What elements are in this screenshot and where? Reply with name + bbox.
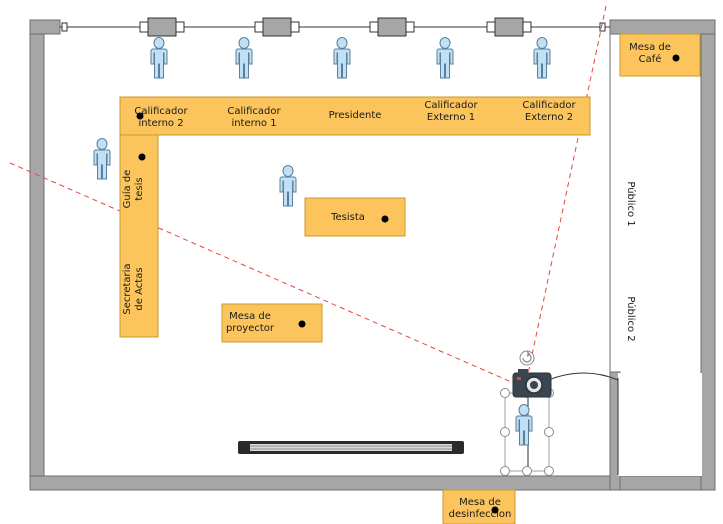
person-icon	[279, 165, 297, 207]
label-mesa-de-desinfeccion: Mesa de desinfeccion	[448, 497, 512, 520]
label-guia-de-tesis: Guía de tesis	[122, 169, 145, 209]
person-icon	[533, 37, 551, 79]
window-icon	[369, 17, 415, 37]
label-calificador-externo-1: Calificador Externo 1	[424, 100, 478, 123]
wall-right	[700, 19, 716, 491]
projection-screen	[238, 441, 464, 454]
person-icon	[333, 37, 351, 79]
window-icon	[599, 22, 606, 32]
cafe-table	[619, 33, 701, 77]
window-icon	[254, 17, 300, 37]
label-tesista: Tesista	[331, 212, 365, 223]
label-presidente: Presidente	[328, 110, 382, 121]
camera-view-lines	[9, 5, 607, 389]
side-table	[119, 134, 159, 338]
label-publico-2: Público 2	[625, 296, 636, 342]
person-icon	[93, 138, 111, 180]
walls	[29, 19, 716, 491]
person-icon	[515, 404, 533, 446]
label-mesa-de-proyector: Mesa de proyector	[225, 311, 275, 334]
label-mesa-de-cafe: Mesa de Café	[629, 42, 671, 65]
label-calificador-interno-1: Calificador interno 1	[227, 106, 281, 129]
tables	[119, 33, 701, 524]
camera-icon[interactable]	[512, 369, 552, 398]
tesista-table	[304, 197, 406, 237]
person-icon	[235, 37, 253, 79]
seat-markers	[136, 54, 680, 514]
window-icon	[139, 17, 185, 37]
person-icon	[436, 37, 454, 79]
top-wall-windows	[60, 17, 610, 37]
wall-top-left	[29, 19, 61, 35]
label-calificador-interno-2: Calificador interno 2	[134, 106, 188, 129]
person-icon	[150, 37, 168, 79]
window-icon	[61, 22, 68, 32]
wall-left	[29, 19, 45, 491]
jury-table	[119, 96, 591, 136]
rotate-handle-icon[interactable]	[519, 350, 535, 366]
window-icon	[486, 17, 532, 37]
disinfection-table	[442, 489, 516, 524]
label-secretaria-de-actas: Secretaria de Actas	[122, 263, 145, 315]
door-gap	[618, 373, 702, 476]
label-calificador-externo-2: Calificador Externo 2	[522, 100, 576, 123]
label-publico-1: Público 1	[625, 181, 636, 227]
wall-top-right	[609, 19, 716, 35]
